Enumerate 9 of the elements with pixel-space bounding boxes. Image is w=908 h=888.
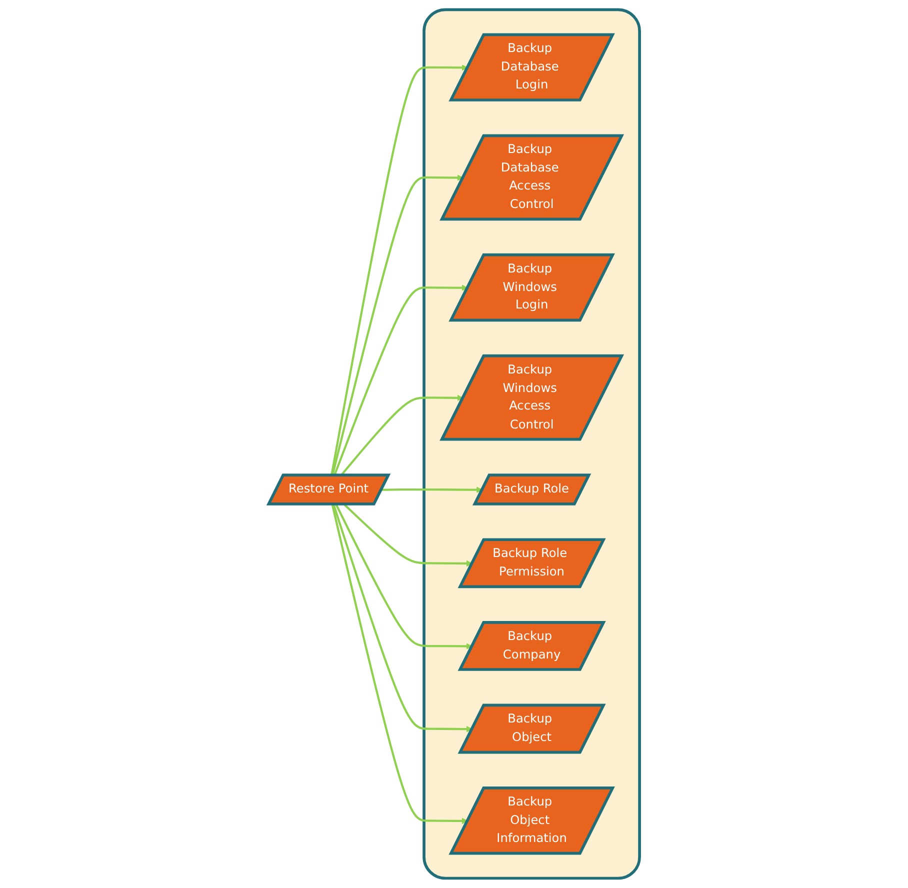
- arrow: [333, 284, 468, 476]
- arrow: [381, 486, 482, 493]
- cluster: [422, 8, 641, 880]
- arrow: [330, 64, 468, 476]
- arrow: [332, 504, 472, 732]
- arrow: [343, 504, 472, 567]
- arrow: [331, 174, 464, 476]
- arrow: [334, 504, 472, 650]
- arrow: [331, 504, 468, 824]
